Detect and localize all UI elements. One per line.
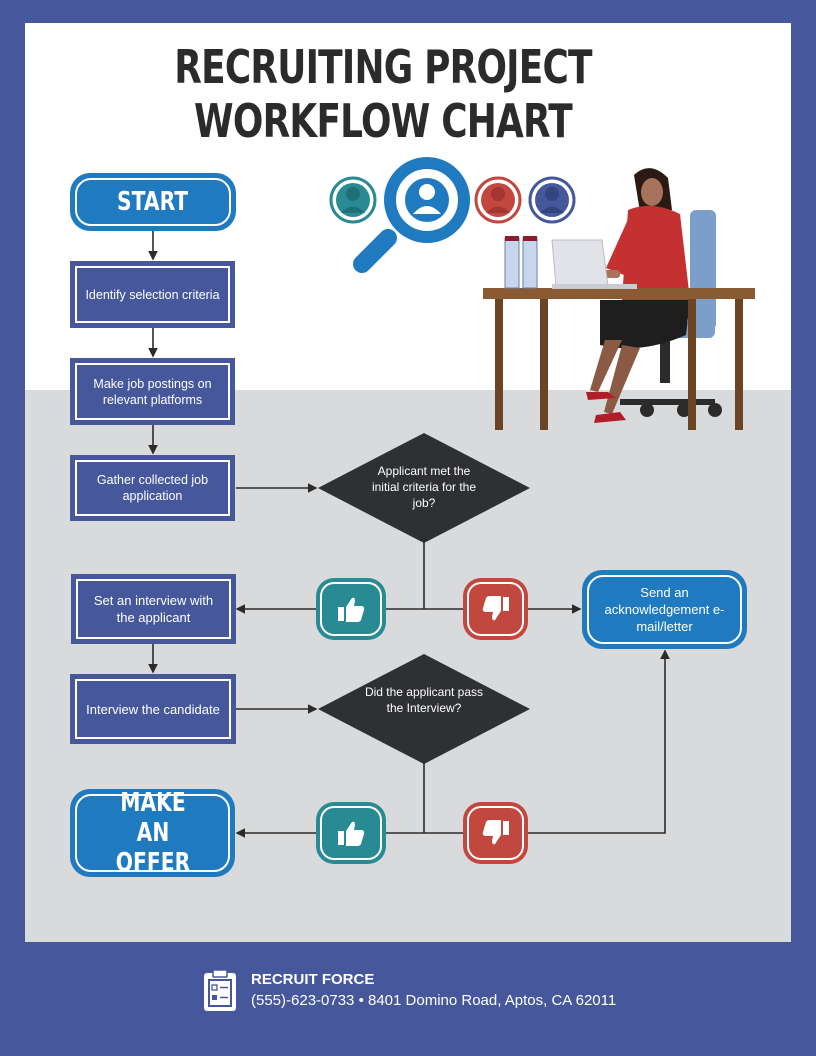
- decision-1-no-badge: [463, 578, 528, 640]
- decision-2-yes-badge: [316, 802, 386, 864]
- step-set-interview-label: Set an interview with the applicant: [76, 579, 231, 639]
- step-interview-candidate-label: Interview the candidate: [75, 679, 231, 739]
- thumbs-down-icon: [482, 596, 509, 621]
- decision-2-no-badge: [463, 802, 528, 864]
- decision-diamond-2: [318, 654, 530, 764]
- decision-diamond-1: [318, 433, 530, 543]
- send-acknowledgement-label: Send an acknowledgement e-mail/letter: [604, 585, 725, 634]
- decision-2-label: Did the applicant pass the Interview?: [364, 685, 484, 715]
- step-identify-criteria: Identify selection criteria: [70, 261, 235, 328]
- thumbs-down-icon: [482, 820, 509, 845]
- step-interview-candidate: Interview the candidate: [70, 674, 236, 744]
- start-terminal: START: [70, 173, 236, 231]
- step-gather-applications-label: Gather collected job application: [75, 460, 230, 516]
- make-offer-label: MAKE AN OFFER: [115, 788, 190, 878]
- start-label: START: [117, 187, 189, 217]
- step-job-postings: Make job postings on relevant platforms: [70, 358, 235, 425]
- thumbs-up-icon: [338, 821, 365, 846]
- step-gather-applications: Gather collected job application: [70, 455, 235, 521]
- clipboard-icon: [204, 970, 236, 1011]
- footer-company-name: RECRUIT FORCE: [251, 971, 375, 988]
- send-acknowledgement-terminal: Send an acknowledgement e-mail/letter: [582, 570, 747, 649]
- step-set-interview: Set an interview with the applicant: [71, 574, 236, 644]
- decision-1-label: Applicant met the initial criteria for t…: [371, 464, 477, 510]
- step-identify-criteria-label: Identify selection criteria: [75, 266, 230, 323]
- thumbs-up-icon: [338, 597, 365, 622]
- footer-contact-details: (555)-623-0733 • 8401 Domino Road, Aptos…: [251, 992, 617, 1009]
- make-offer-terminal: MAKE AN OFFER: [70, 788, 235, 878]
- page-title: RECRUITING PROJECT WORKFLOW CHART: [174, 40, 592, 148]
- footer-info: RECRUIT FORCE (555)-623-0733 • 8401 Domi…: [251, 970, 616, 1012]
- decision-1-yes-badge: [316, 578, 386, 640]
- step-job-postings-label: Make job postings on relevant platforms: [75, 363, 230, 420]
- arrow-no-to-send-ack: [528, 649, 670, 834]
